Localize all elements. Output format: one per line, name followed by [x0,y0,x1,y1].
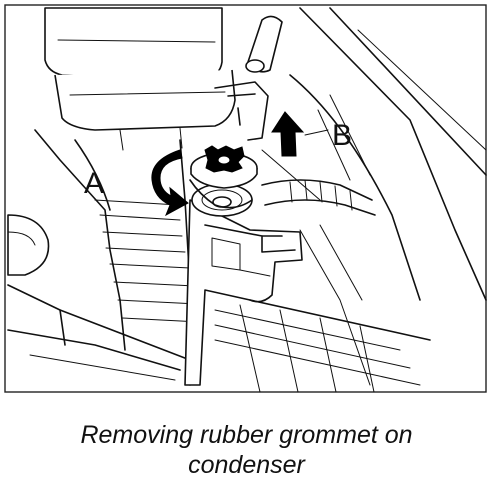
label-a: A [84,167,104,200]
engine-bay-drawing [7,7,487,393]
label-b: B [332,119,352,152]
mounting-boss [7,214,50,276]
rotation-arrow-a [151,149,189,217]
reservoir-tank [44,7,223,79]
reservoir-lower-body [54,69,236,131]
illustration-frame [4,4,487,393]
caption-line-1: Removing rubber grommet on [80,421,413,449]
condenser-bracket [184,199,303,386]
fastener-clip [190,145,258,189]
condenser-left-edge [34,129,126,351]
figure-caption: Removing rubber grommet on condenser [0,420,493,480]
caption-line-2: condenser [188,451,305,479]
rubber-grommet [189,179,253,217]
leader-line-b [304,129,329,136]
lift-arrow-b [271,111,305,157]
